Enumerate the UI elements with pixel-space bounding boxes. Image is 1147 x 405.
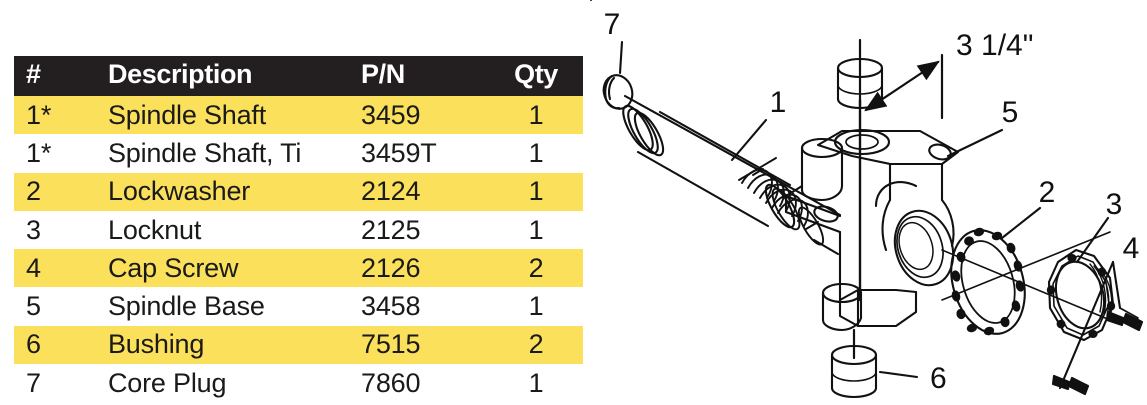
cell-quantity: 1 — [489, 134, 583, 173]
cell-description: Lockwasher — [94, 172, 349, 211]
callout-4-leader-a — [1111, 260, 1122, 310]
cell-number: 2 — [14, 172, 94, 211]
assembly-axis-line — [941, 249, 1111, 321]
cap-screw-lower-part — [1051, 374, 1090, 396]
cell-number: 4 — [14, 249, 94, 288]
cell-quantity: 1 — [489, 364, 583, 403]
cell-quantity: 1 — [489, 210, 583, 250]
callout-1-leader — [730, 118, 768, 162]
cell-number: 3 — [14, 210, 94, 250]
table: # Description P/N Qty 1* Spindle Shaft 3… — [14, 56, 583, 403]
cell-number: 1* — [14, 134, 94, 173]
callout-4-leader-upper — [1119, 307, 1139, 319]
parts-list-table: # Description P/N Qty 1* Spindle Shaft 3… — [14, 56, 583, 403]
cell-part-number: 7860 — [349, 364, 489, 403]
callout-3-leader — [1075, 216, 1110, 264]
table-row: 4 Cap Screw 2126 2 — [14, 249, 583, 288]
cell-description: Core Plug — [94, 364, 349, 403]
cell-quantity: 1 — [489, 287, 583, 326]
table-header: # Description P/N Qty — [14, 56, 583, 96]
spindle-base-housing-part — [784, 128, 960, 332]
cell-quantity: 1 — [489, 172, 583, 211]
callout-label-4: 4 — [1123, 232, 1140, 265]
callout-label-5: 5 — [1002, 96, 1019, 129]
callout-6-leader — [878, 370, 919, 379]
dimension-label: 3 1/4" — [956, 29, 1033, 62]
column-header-description: Description — [94, 56, 349, 96]
table-row: 6 Bushing 7515 2 — [14, 325, 583, 365]
locknut-part — [1046, 248, 1116, 342]
cell-part-number: 3459 — [349, 96, 489, 135]
dimension-annotation — [858, 38, 944, 120]
cell-part-number: 2126 — [349, 249, 489, 288]
spindle-assembly-exploded-diagram: 7 1 3 1/4" 5 2 3 4 6 — [590, 0, 1147, 405]
assembly-axis-line-2 — [941, 231, 1111, 301]
table-row: 1* Spindle Shaft, Ti 3459T 1 — [14, 134, 583, 173]
spindle-shaft-part — [622, 94, 842, 256]
cell-number: 1* — [14, 96, 94, 135]
shaft-threads — [738, 157, 825, 246]
cell-number: 5 — [14, 287, 94, 326]
cell-description: Bushing — [94, 325, 349, 365]
cell-part-number: 3458 — [349, 287, 489, 326]
cell-part-number: 3459T — [349, 134, 489, 173]
cell-number: 6 — [14, 325, 94, 365]
cell-number: 7 — [14, 364, 94, 403]
callout-4-leader-b — [1058, 260, 1115, 390]
cell-description: Locknut — [94, 210, 349, 250]
callout-label-3: 3 — [1106, 188, 1123, 221]
callout-label-6: 6 — [930, 362, 947, 395]
table-row: 2 Lockwasher 2124 1 — [14, 172, 583, 211]
table-row: 5 Spindle Base 3458 1 — [14, 287, 583, 326]
callout-label-7: 7 — [604, 8, 621, 41]
cell-quantity: 2 — [489, 325, 583, 365]
cap-screw-upper-part — [1105, 310, 1144, 332]
column-header-quantity: Qty — [489, 56, 583, 96]
cell-part-number: 2124 — [349, 172, 489, 211]
column-header-number: # — [14, 56, 94, 96]
table-row: 1* Spindle Shaft 3459 1 — [14, 96, 583, 135]
callout-7-leader — [618, 40, 624, 75]
callout-5-leader — [946, 128, 1004, 158]
cell-description: Cap Screw — [94, 249, 349, 288]
cell-quantity: 1 — [489, 96, 583, 135]
cell-quantity: 2 — [489, 249, 583, 288]
callout-label-2: 2 — [1039, 176, 1056, 209]
table-row: 3 Locknut 2125 1 — [14, 210, 583, 250]
cell-description: Spindle Shaft, Ti — [94, 134, 349, 173]
callout-2-leader-line — [1000, 206, 1042, 240]
table-header-row: # Description P/N Qty — [14, 56, 583, 96]
table-row: 7 Core Plug 7860 1 — [14, 364, 583, 403]
lower-bushing-part — [830, 344, 878, 399]
column-header-part-number: P/N — [349, 56, 489, 96]
cell-part-number: 2125 — [349, 210, 489, 250]
callout-label-1: 1 — [770, 86, 787, 119]
cell-description: Spindle Shaft — [94, 96, 349, 135]
table-body: 1* Spindle Shaft 3459 1 1* Spindle Shaft… — [14, 96, 583, 403]
cell-description: Spindle Base — [94, 287, 349, 326]
cell-part-number: 7515 — [349, 325, 489, 365]
housing-bearing-barrel — [874, 181, 955, 287]
